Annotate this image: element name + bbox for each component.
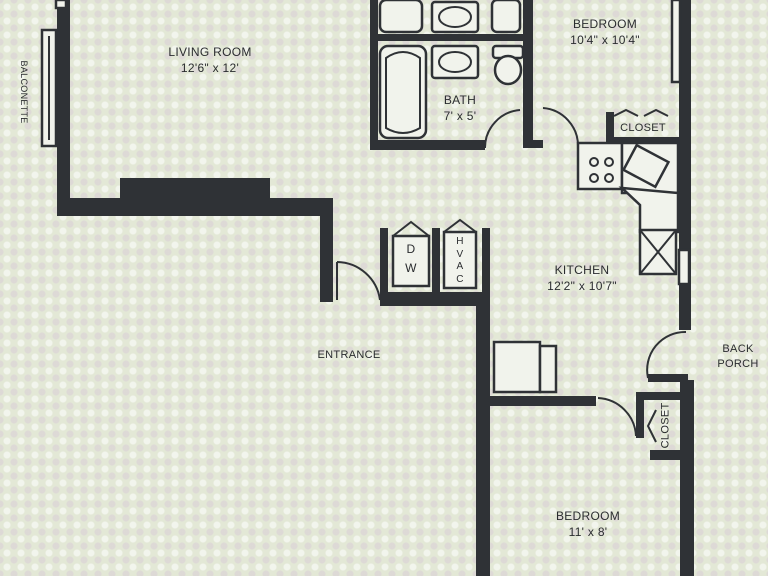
dw-letter-2: W (405, 261, 417, 276)
hvac-letter-2: V (456, 248, 464, 260)
counter-diagonal (618, 186, 680, 234)
bedroom-bottom-dims: 11' x 8' (568, 525, 608, 540)
label-hvac: H V A C (446, 236, 474, 286)
bathtub (378, 44, 428, 140)
wall-right-lower (680, 380, 694, 576)
closet-top-doors (613, 108, 669, 117)
door-back-porch (646, 330, 687, 379)
label-dw: D W (397, 240, 425, 278)
bedroom-top-dims: 10'4" x 10'4" (570, 33, 640, 48)
hvac-letter-1: H (456, 236, 464, 247)
bathtub-upper (378, 0, 424, 34)
wall-living-bottom (57, 198, 333, 216)
bedroom1-window (670, 0, 682, 84)
wall-bedroom2-top (486, 396, 596, 406)
label-bath: BATH 7' x 5' (430, 92, 490, 124)
wall-bedroom1-stub (606, 112, 614, 147)
closet-top-text: CLOSET (620, 122, 666, 134)
kitchen-sink (621, 143, 671, 189)
wall-bath-left (370, 0, 378, 150)
wall-bath-bottom (370, 140, 485, 150)
wall-bath-right (523, 0, 533, 148)
hvac-letter-4: C (456, 273, 464, 285)
living-window-top (54, 0, 68, 10)
kitchen-name: KITCHEN (554, 263, 610, 277)
wall-center-down (476, 292, 490, 576)
back-porch-line1: BACK (722, 343, 754, 355)
door-bath (483, 109, 521, 149)
label-closet-side: CLOSET (659, 395, 674, 455)
toilet-bowl (493, 54, 523, 86)
wall-center-right (482, 228, 490, 300)
label-closet-top: CLOSET (616, 121, 670, 136)
label-kitchen: KITCHEN 12'2" x 10'7" (532, 262, 632, 294)
wall-living-left (57, 0, 70, 216)
living-room-dims: 12'6" x 12' (180, 61, 240, 76)
bedroom-bottom-name: BEDROOM (555, 509, 621, 523)
dw-unit (391, 234, 431, 288)
living-room-name: LIVING ROOM (168, 45, 252, 59)
range (576, 141, 624, 191)
kitchen-dims: 12'2" x 10'7" (547, 279, 617, 294)
wall-center-mid (432, 228, 440, 300)
wall-bath-divider (370, 34, 530, 41)
door-bedroom1 (542, 107, 580, 147)
kitchen-window (677, 248, 691, 286)
label-balconette: BALCONETTE (18, 52, 30, 132)
closet-side-doors (646, 409, 657, 443)
bath-dims: 7' x 5' (443, 109, 477, 124)
wall-closet-left (636, 392, 644, 438)
bedroom2-cabinet-side (538, 344, 558, 394)
bedroom-top-name: BEDROOM (572, 17, 638, 31)
bedroom2-cabinet (492, 340, 542, 394)
bath-name: BATH (443, 93, 477, 107)
door-entrance (336, 261, 381, 301)
balconette-text: BALCONETTE (19, 60, 30, 124)
back-porch-line2: PORCH (717, 357, 759, 370)
hvac-letter-3: A (456, 261, 464, 272)
wall-bath-stub (523, 140, 543, 148)
hvac-unit (442, 230, 478, 290)
wall-right-upper (679, 0, 691, 330)
wall-closet-top (636, 392, 686, 400)
wall-porch-stub (648, 374, 688, 382)
label-living-room: LIVING ROOM 12'6" x 12' (150, 44, 270, 76)
label-bedroom-bottom: BEDROOM 11' x 8' (538, 508, 638, 540)
label-back-porch: BACK PORCH (708, 342, 768, 372)
wall-center-left (380, 228, 388, 300)
label-entrance: ENTRANCE (314, 348, 384, 363)
closet-side-text: CLOSET (659, 402, 672, 449)
entrance-text: ENTRANCE (317, 349, 381, 361)
wall-entrance-left (320, 198, 333, 302)
wall-soffit (120, 178, 270, 200)
door-bedroom2 (597, 397, 637, 437)
label-bedroom-top: BEDROOM 10'4" x 10'4" (555, 16, 655, 48)
toilet-upper (490, 0, 522, 34)
wall-closet-bottom (650, 450, 686, 460)
dw-letter-1: D (406, 242, 416, 256)
